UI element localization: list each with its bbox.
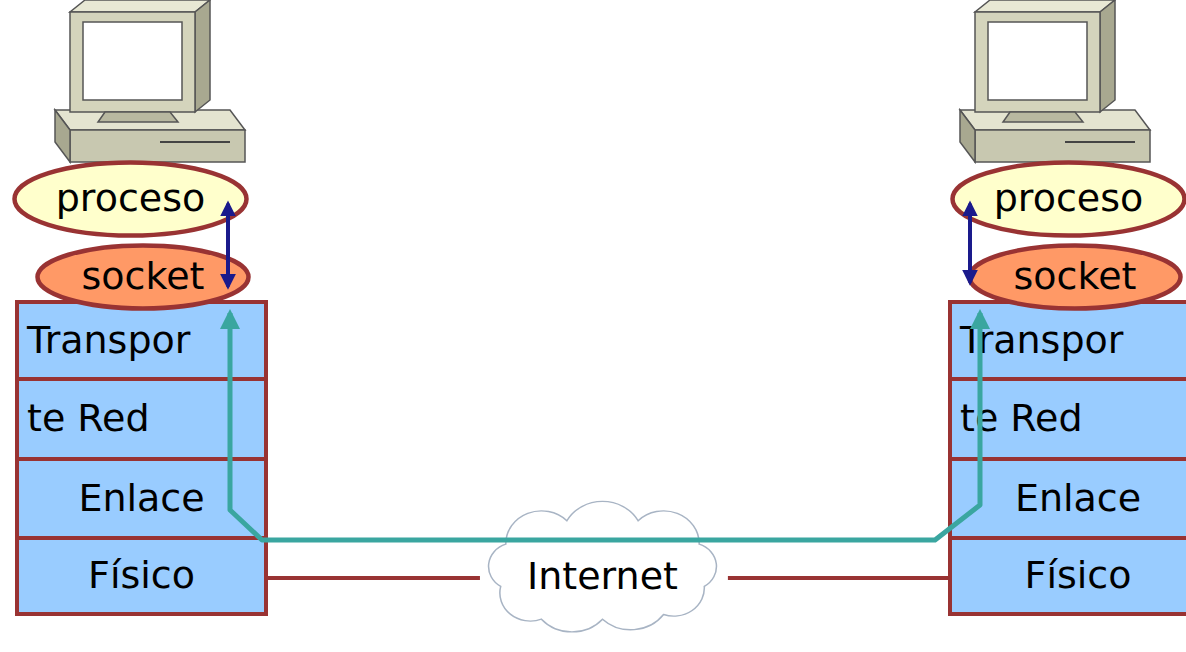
text-area: Físico <box>19 540 264 612</box>
text-area: Enlace <box>952 461 1186 536</box>
text-area: socket <box>967 243 1183 311</box>
layer-box: Transpor <box>948 300 1186 381</box>
call-arrow <box>968 204 972 283</box>
node-label: Físico <box>1025 555 1132 597</box>
node-label: Internet <box>527 556 678 598</box>
node-label: proceso <box>994 178 1143 220</box>
layer-box: Físico <box>15 536 268 616</box>
node-label: Enlace <box>1015 478 1141 520</box>
text-area: socket <box>35 243 251 311</box>
node-label: Transpor <box>27 320 190 362</box>
text-area: Transpor <box>19 304 264 377</box>
node-label: socket <box>1014 256 1137 298</box>
physical-link <box>266 576 480 580</box>
text-area: te Red <box>952 381 1186 457</box>
internet-cloud: Internet <box>460 502 745 652</box>
process-ellipse: proceso <box>950 160 1186 238</box>
node-label: Físico <box>88 555 195 597</box>
physical-link <box>728 576 950 580</box>
node-label: Transpor <box>960 320 1123 362</box>
data-path <box>230 313 980 540</box>
text-area: Internet <box>460 502 745 652</box>
layer-box: te Red <box>15 377 268 461</box>
text-area: proceso <box>950 160 1186 238</box>
socket-ellipse: socket <box>967 243 1183 311</box>
node-label: te Red <box>27 398 150 440</box>
node-label: Enlace <box>78 478 204 520</box>
layer-box: te Red <box>948 377 1186 461</box>
computer-icon <box>960 0 1150 162</box>
text-area: te Red <box>19 381 264 457</box>
node-label: te Red <box>960 398 1083 440</box>
layer-box: Transpor <box>15 300 268 381</box>
text-area: proceso <box>12 160 249 238</box>
layer-box: Físico <box>948 536 1186 616</box>
node-label: socket <box>82 256 205 298</box>
text-area: Transpor <box>952 304 1186 377</box>
text-area: Enlace <box>19 461 264 536</box>
text-area: Físico <box>952 540 1186 612</box>
socket-ellipse: socket <box>35 243 251 311</box>
layer-box: Enlace <box>948 457 1186 540</box>
process-ellipse: proceso <box>12 160 249 238</box>
call-arrow <box>226 204 230 287</box>
layer-box: Enlace <box>15 457 268 540</box>
computer-icon <box>55 0 245 162</box>
node-label: proceso <box>56 178 205 220</box>
